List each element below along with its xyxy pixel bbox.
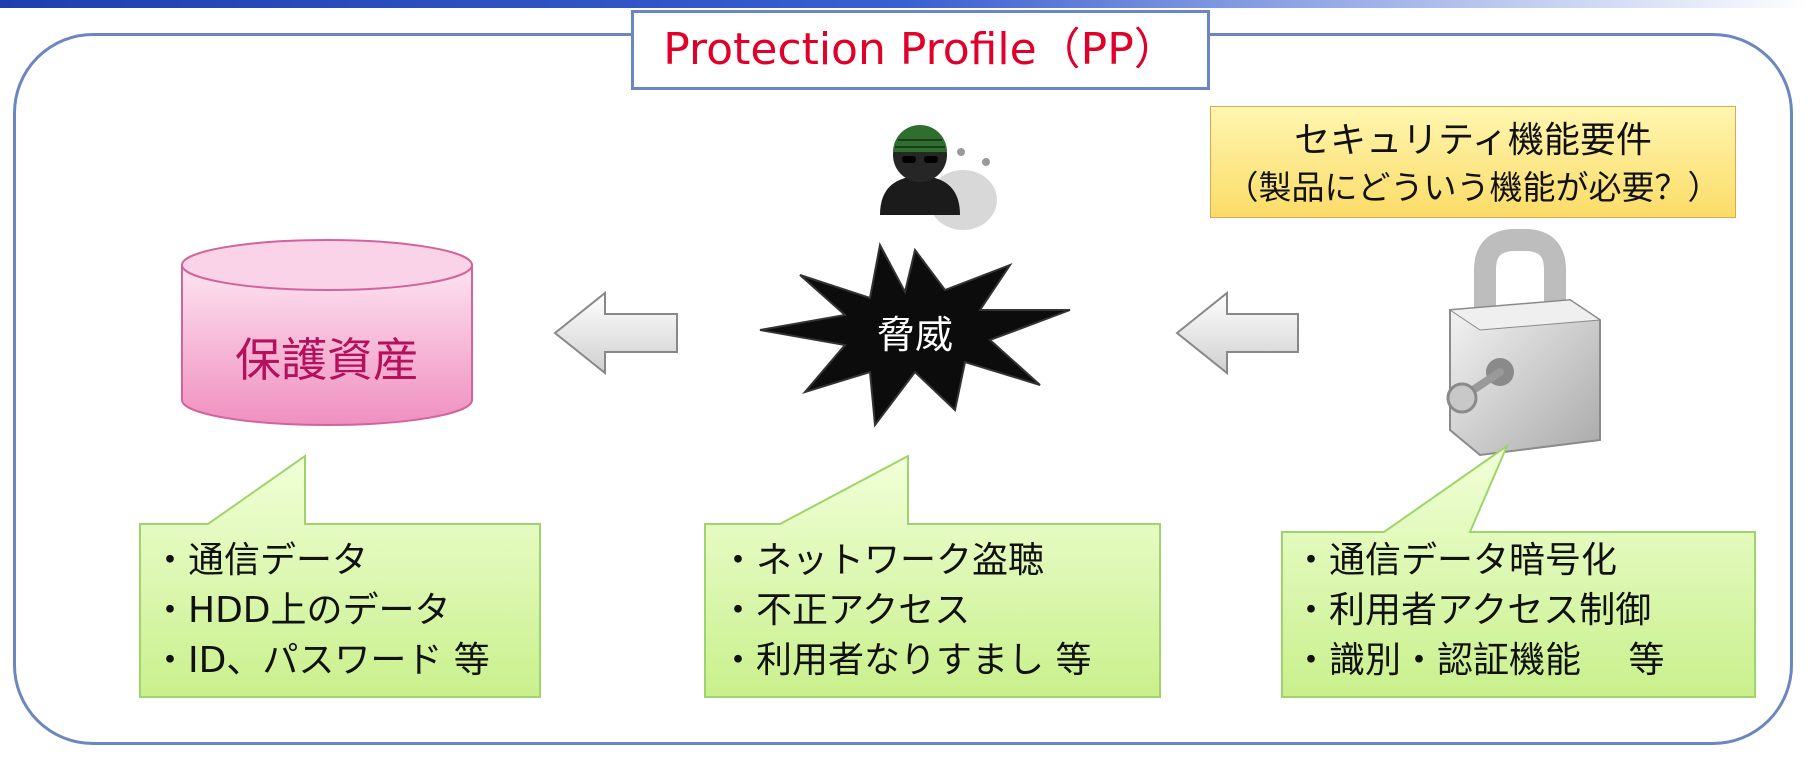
explosion-icon	[759, 242, 1071, 428]
requirements-callout-bubble	[1281, 443, 1756, 698]
left-arrow-icon	[1175, 290, 1299, 376]
threat-examples-list: ・ネットワーク盗聴 ・不正アクセス ・利用者なりすまし 等	[720, 536, 1091, 686]
diagram-title: Protection Profile（PP）	[631, 10, 1210, 90]
list-item: ・不正アクセス	[720, 590, 971, 631]
requirements-subtitle: （製品にどういう機能が必要？）	[1225, 168, 1721, 207]
list-item: ・利用者アクセス制御	[1293, 590, 1652, 631]
list-item: ・通信データ	[152, 540, 369, 581]
asset-examples-list: ・通信データ ・HDD上のデータ ・ID、パスワード 等	[152, 536, 490, 686]
list-item: ・ID、パスワード 等	[152, 640, 490, 681]
database-cylinder-icon	[181, 239, 473, 426]
list-item: ・HDD上のデータ	[152, 590, 451, 631]
list-item: ・利用者なりすまし 等	[720, 640, 1092, 681]
asset-callout-bubble	[139, 454, 541, 698]
requirement-examples-list: ・通信データ暗号化 ・利用者アクセス制御 ・識別・認証機能 等	[1293, 536, 1664, 686]
requirements-title: セキュリティ機能要件	[1294, 120, 1652, 161]
list-item: ・識別・認証機能 等	[1293, 640, 1665, 681]
top-accent-bar	[0, 0, 1810, 8]
list-item: ・通信データ暗号化	[1293, 540, 1618, 581]
protected-asset-label: 保護資産	[235, 333, 419, 387]
security-requirements-box: セキュリティ機能要件 （製品にどういう機能が必要？）	[1210, 106, 1736, 218]
hacker-icon	[880, 125, 997, 230]
threat-callout-bubble	[704, 454, 1161, 698]
threat-label: 脅威	[876, 313, 953, 357]
list-item: ・ネットワーク盗聴	[720, 540, 1045, 581]
left-arrow-icon	[553, 290, 678, 376]
padlock-icon	[1446, 229, 1602, 457]
